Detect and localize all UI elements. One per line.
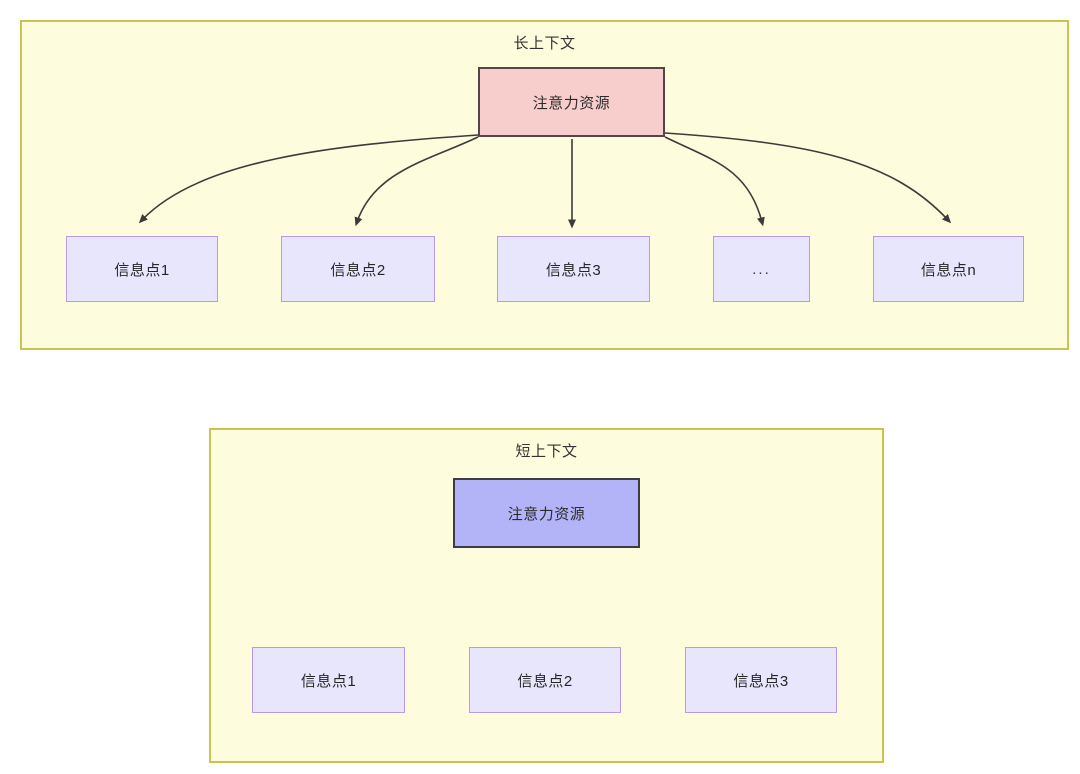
node-short-info-1-label: 信息点1 <box>300 672 357 690</box>
node-attention-long-context-label: 注意力资源 <box>532 94 611 112</box>
node-short-info-3-label: 信息点3 <box>733 672 789 690</box>
node-long-info-2[interactable]: 信息点2 <box>281 236 435 302</box>
node-long-info-1[interactable]: 信息点1 <box>66 236 218 302</box>
node-short-info-3[interactable]: 信息点3 <box>685 647 837 713</box>
node-long-info-3[interactable]: 信息点3 <box>497 236 650 302</box>
node-attention-short-context-label: 注意力资源 <box>507 505 586 523</box>
node-long-info-3-label: 信息点3 <box>545 261 602 279</box>
node-attention-short-context[interactable]: 注意力资源 <box>453 478 640 548</box>
node-long-info-n-label: 信息点n <box>920 261 977 279</box>
node-attention-long-context[interactable]: 注意力资源 <box>478 67 665 137</box>
node-long-info-2-label: 信息点2 <box>330 261 386 279</box>
node-short-info-2-label: 信息点2 <box>517 672 573 690</box>
panel-long-context-title: 长上下文 <box>513 35 576 52</box>
node-short-info-1[interactable]: 信息点1 <box>252 647 405 713</box>
node-long-info-ellipsis-label: ... <box>752 260 771 278</box>
node-long-info-n[interactable]: 信息点n <box>873 236 1024 302</box>
panel-short-context-title: 短上下文 <box>515 443 578 460</box>
node-short-info-2[interactable]: 信息点2 <box>469 647 621 713</box>
node-long-info-1-label: 信息点1 <box>114 261 170 279</box>
node-long-info-ellipsis[interactable]: ... <box>713 236 810 302</box>
